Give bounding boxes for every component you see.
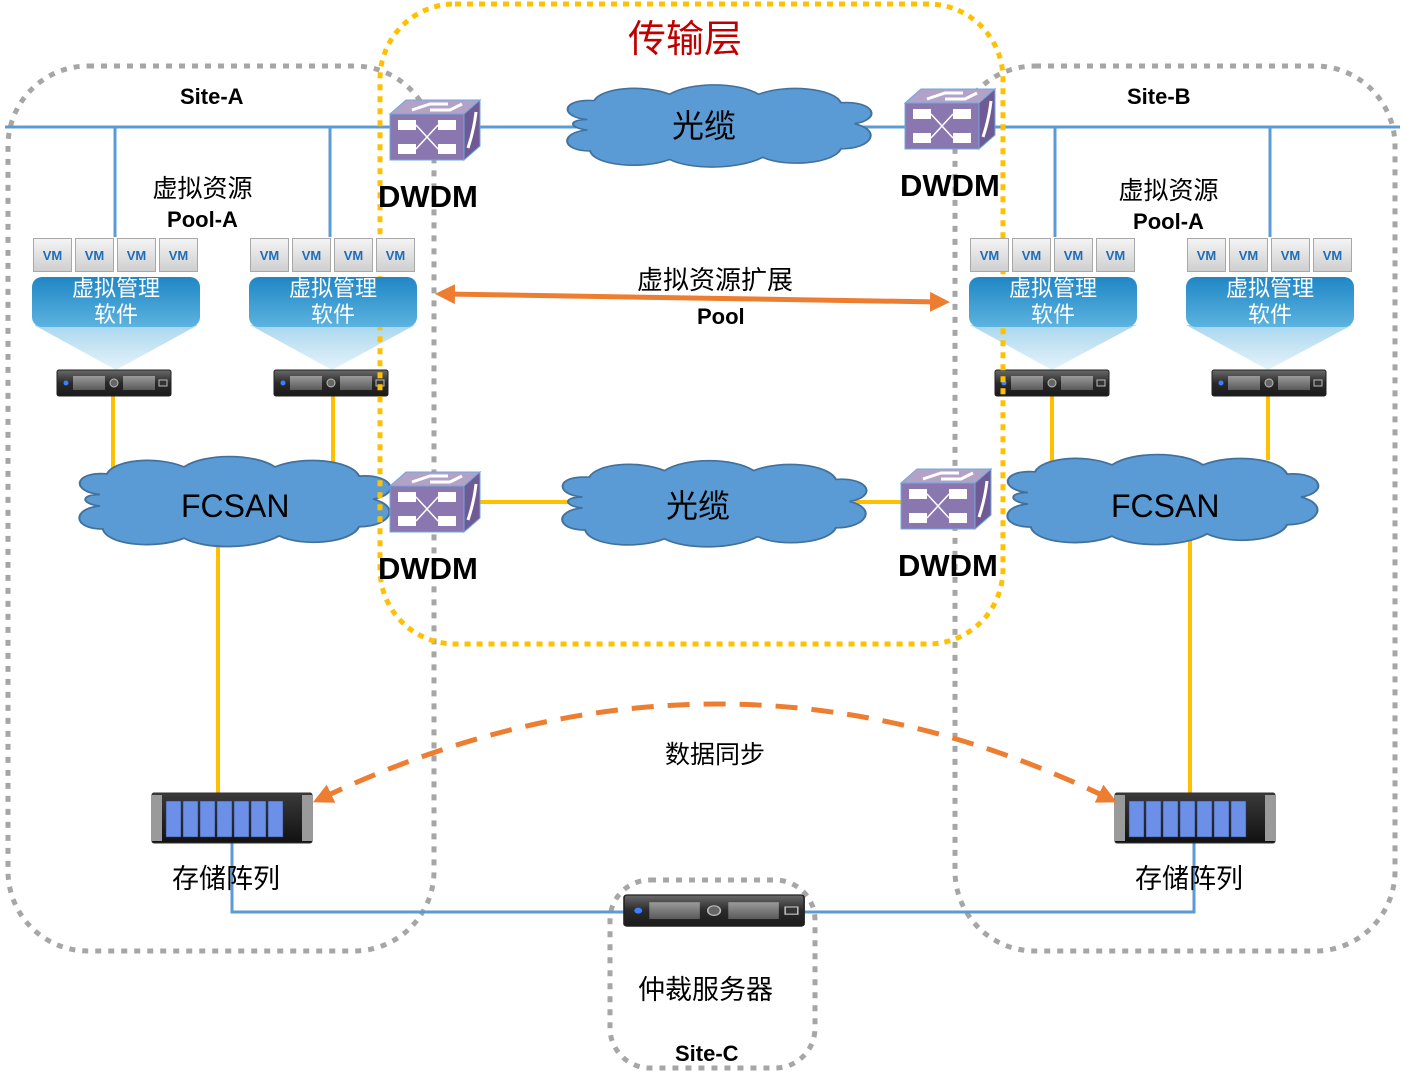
vm-box: VM — [1187, 238, 1226, 272]
storage-array-icon — [1114, 792, 1276, 844]
extension-pool-label: Pool — [697, 304, 745, 329]
dwdm-label-top-left: DWDM — [378, 179, 478, 214]
transport-layer-title: 传输层 — [628, 17, 743, 61]
data-sync-label: 数据同步 — [665, 740, 766, 769]
virtual-mgmt-software-b1: 虚拟管理 软件 — [969, 277, 1137, 328]
dwdm-label-bottom-right: DWDM — [898, 548, 998, 583]
dwdm-switch-icon — [899, 467, 993, 531]
storage-array-label-a: 存储阵列 — [172, 864, 280, 895]
vm-box: VM — [75, 238, 114, 272]
site-a-boundary — [5, 63, 437, 954]
fcsan-label-b: FCSAN — [1111, 488, 1220, 524]
mgmt-line2: 软件 — [1247, 303, 1292, 328]
pool-en: Pool-A — [167, 207, 238, 232]
mgmt-line1: 虚拟管理 — [1008, 277, 1097, 302]
fiber-cloud-label-top: 光缆 — [672, 108, 737, 144]
arbitration-server-icon — [623, 894, 805, 927]
fiber-cloud-label-bottom: 光缆 — [666, 488, 731, 524]
server-icon — [56, 369, 172, 397]
vm-box: VM — [334, 238, 373, 272]
server-icon — [994, 369, 1110, 397]
dwdm-switch-icon — [903, 87, 997, 151]
vm-box: VM — [376, 238, 415, 272]
pool-en: Pool-A — [1133, 209, 1204, 234]
pool-a-label: 虚拟资源 Pool-A — [140, 176, 265, 231]
storage-array-icon — [151, 792, 313, 844]
virtual-mgmt-software-a1: 虚拟管理 软件 — [32, 277, 200, 328]
site-a-label: Site-A — [180, 84, 244, 109]
mgmt-line1: 虚拟管理 — [1225, 277, 1314, 302]
extension-label: 虚拟资源扩展 — [637, 266, 794, 296]
dwdm-label-bottom-left: DWDM — [378, 551, 478, 586]
fcsan-label-a: FCSAN — [181, 488, 290, 524]
vm-box: VM — [1229, 238, 1268, 272]
vm-box: VM — [159, 238, 198, 272]
dwdm-switch-icon — [388, 470, 482, 534]
site-c-boundary — [607, 877, 818, 1071]
site-b-boundary — [952, 63, 1398, 954]
mgmt-line1: 虚拟管理 — [288, 277, 377, 302]
vm-box: VM — [292, 238, 331, 272]
site-b-label: Site-B — [1127, 84, 1191, 109]
vm-box: VM — [1054, 238, 1093, 272]
vm-box: VM — [1096, 238, 1135, 272]
vm-box: VM — [970, 238, 1009, 272]
mgmt-line2: 软件 — [310, 303, 355, 328]
san-links — [111, 395, 1270, 795]
pool-cn: 虚拟资源 — [152, 174, 253, 203]
mgmt-line2: 软件 — [93, 303, 138, 328]
mgmt-line1: 虚拟管理 — [71, 277, 160, 302]
dwdm-label-top-right: DWDM — [900, 168, 1000, 203]
server-icon — [273, 369, 389, 397]
vm-box: VM — [1012, 238, 1051, 272]
storage-array-label-b: 存储阵列 — [1135, 864, 1243, 895]
vm-box: VM — [250, 238, 289, 272]
site-c-label: Site-C — [675, 1041, 739, 1066]
vm-box: VM — [33, 238, 72, 272]
virtual-mgmt-software-b2: 虚拟管理 软件 — [1186, 277, 1354, 328]
mgmt-line2: 软件 — [1030, 303, 1075, 328]
arbitration-server-label: 仲裁服务器 — [638, 975, 773, 1006]
vm-box: VM — [117, 238, 156, 272]
server-icon — [1211, 369, 1327, 397]
pool-b-label: 虚拟资源 Pool-A — [1106, 178, 1231, 233]
data-sync-arrow — [312, 701, 1118, 803]
vm-box: VM — [1313, 238, 1352, 272]
extension-arrow — [435, 284, 950, 312]
dwdm-switch-icon — [388, 98, 482, 162]
pool-cn: 虚拟资源 — [1118, 176, 1219, 205]
vm-box: VM — [1271, 238, 1310, 272]
virtual-mgmt-software-a2: 虚拟管理 软件 — [249, 277, 417, 328]
